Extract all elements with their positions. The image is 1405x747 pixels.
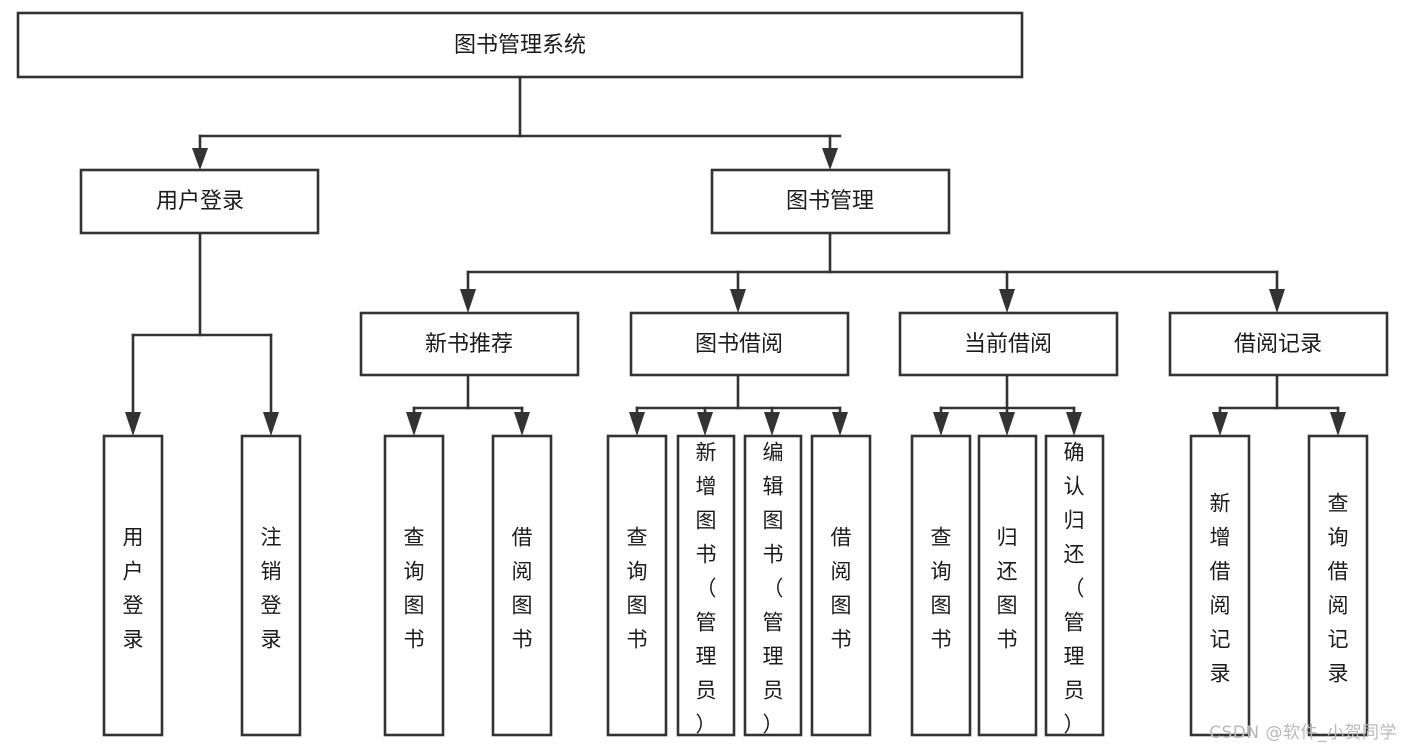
node-leaf-query-book-3-box[interactable]: [910, 434, 972, 737]
node-leaf-query-book-3[interactable]: 查询图书: [910, 434, 972, 737]
arrow-head-leaf-query-record: [1330, 412, 1346, 436]
node-leaf-query-book-2-box[interactable]: [606, 434, 668, 737]
node-book-borrow-box[interactable]: [629, 311, 850, 377]
node-book-management[interactable]: 图书管理: [710, 168, 951, 235]
arrow-head-current-borrow: [999, 289, 1015, 313]
csdn-watermark: CSDN @软件_小贺同学: [1209, 723, 1397, 743]
node-leaf-query-book-1-box[interactable]: [383, 434, 445, 737]
node-leaf-add-book-label: 新增图书（管理员）: [696, 441, 717, 737]
node-leaf-borrow-book-1-box[interactable]: [491, 434, 553, 737]
node-leaf-return-book-label: 归还图书: [997, 526, 1018, 652]
node-leaf-edit-book[interactable]: 编辑图书（管理员）: [743, 434, 803, 737]
node-book-borrow[interactable]: 图书借阅: [629, 311, 850, 377]
node-new-book-recommend-box[interactable]: [359, 311, 580, 377]
arrow-head-leaf-borrow-book-1: [514, 412, 530, 436]
node-new-book-recommend-label: 新书推荐: [425, 332, 513, 357]
node-leaf-query-record-label: 查询借阅记录: [1328, 492, 1349, 686]
arrow-head-leaf-confirm-return: [1066, 412, 1082, 436]
arrow-head-leaf-borrow-book-2: [832, 412, 848, 436]
node-leaf-return-book[interactable]: 归还图书: [977, 434, 1038, 737]
node-leaf-borrow-book-2[interactable]: 借阅图书: [810, 434, 872, 737]
node-book-borrow-label: 图书借阅: [695, 332, 783, 357]
node-current-borrow-box[interactable]: [898, 311, 1119, 377]
connector-group: [125, 75, 1346, 436]
node-leaf-edit-book-box[interactable]: [743, 434, 803, 737]
node-leaf-borrow-book-1-label: 借阅图书: [512, 526, 533, 652]
node-user-login-box[interactable]: [79, 168, 320, 235]
node-root-box[interactable]: [16, 11, 1024, 79]
node-leaf-add-book[interactable]: 新增图书（管理员）: [676, 434, 736, 737]
node-current-borrow[interactable]: 当前借阅: [898, 311, 1119, 377]
node-user-login[interactable]: 用户登录: [79, 168, 320, 235]
node-leaf-edit-book-label: 编辑图书（管理员）: [763, 441, 784, 737]
node-leaf-query-book-2[interactable]: 查询图书: [606, 434, 668, 737]
arrow-head-leaf-query-book-2: [629, 412, 645, 436]
node-leaf-user-login-box[interactable]: [102, 434, 164, 737]
node-leaf-user-logout-box[interactable]: [240, 434, 302, 737]
node-leaf-borrow-book-2-box[interactable]: [810, 434, 872, 737]
arrow-head-leaf-add-record: [1212, 412, 1228, 436]
arrow-head-leaf-user-logout: [263, 412, 279, 436]
node-leaf-add-record-box[interactable]: [1189, 434, 1251, 737]
arrow-head-new-book-recommend: [460, 289, 476, 313]
node-root[interactable]: 图书管理系统: [16, 11, 1024, 79]
node-leaf-borrow-book-1[interactable]: 借阅图书: [491, 434, 553, 737]
node-leaf-user-logout[interactable]: 注销登录: [240, 434, 302, 737]
node-leaf-return-book-box[interactable]: [977, 434, 1038, 737]
node-current-borrow-label: 当前借阅: [964, 332, 1052, 357]
node-book-management-label: 图书管理: [786, 189, 874, 214]
node-leaf-query-record[interactable]: 查询借阅记录: [1307, 434, 1369, 737]
node-user-login-label: 用户登录: [156, 189, 244, 214]
node-leaf-query-book-1[interactable]: 查询图书: [383, 434, 445, 737]
arrow-head-user-login: [192, 148, 208, 170]
node-leaf-query-book-3-label: 查询图书: [931, 526, 952, 652]
node-borrow-record-label: 借阅记录: [1234, 332, 1322, 357]
arrow-head-leaf-edit-book: [764, 412, 780, 436]
arrow-head-book-management: [822, 148, 838, 170]
node-book-management-box[interactable]: [710, 168, 951, 235]
node-leaf-user-logout-label: 注销登录: [261, 526, 282, 652]
node-leaf-user-login[interactable]: 用户登录: [102, 434, 164, 737]
node-leaf-borrow-book-2-label: 借阅图书: [831, 526, 852, 652]
node-borrow-record[interactable]: 借阅记录: [1168, 311, 1389, 377]
node-leaf-add-record-label: 新增借阅记录: [1210, 492, 1231, 686]
node-leaf-confirm-return-box[interactable]: [1044, 434, 1105, 737]
arrow-head-leaf-user-login: [125, 412, 141, 436]
node-leaf-confirm-return-label: 确认归还（管理员）: [1064, 441, 1085, 737]
node-leaf-user-login-label: 用户登录: [123, 526, 144, 652]
node-borrow-record-box[interactable]: [1168, 311, 1389, 377]
node-leaf-add-book-box[interactable]: [676, 434, 736, 737]
node-leaf-add-record[interactable]: 新增借阅记录: [1189, 434, 1251, 737]
arrow-head-leaf-query-book-1: [406, 412, 422, 436]
node-leaf-query-record-box[interactable]: [1307, 434, 1369, 737]
node-leaf-confirm-return[interactable]: 确认归还（管理员）: [1044, 434, 1105, 737]
arrow-head-borrow-record: [1269, 289, 1285, 313]
node-leaf-query-book-2-label: 查询图书: [627, 526, 648, 652]
arrow-head-leaf-add-book: [697, 412, 713, 436]
node-root-label: 图书管理系统: [454, 33, 586, 58]
arrow-head-book-borrow: [730, 289, 746, 313]
arrow-head-leaf-query-book-3: [933, 412, 949, 436]
node-leaf-query-book-1-label: 查询图书: [404, 526, 425, 652]
arrow-head-leaf-return-book: [999, 412, 1015, 436]
node-new-book-recommend[interactable]: 新书推荐: [359, 311, 580, 377]
